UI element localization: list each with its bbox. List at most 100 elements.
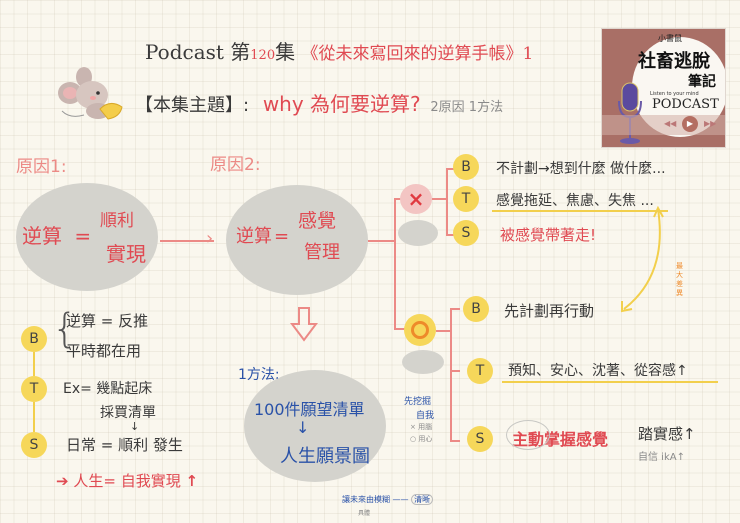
neg-s-text: 被感覺帶著走! bbox=[500, 226, 597, 244]
reason1-brace: { bbox=[52, 306, 78, 352]
neg-b-tick bbox=[446, 168, 456, 170]
topic-text: why 為何要逆算? bbox=[262, 92, 421, 116]
method-arrow: ↓ bbox=[296, 418, 310, 437]
reason1-formula: 逆算 = bbox=[22, 220, 97, 249]
red-arrow-icon: ➔ bbox=[56, 472, 69, 490]
pos-b-tick bbox=[450, 308, 460, 310]
branch-pos bbox=[394, 328, 408, 330]
o-icon bbox=[411, 321, 429, 339]
positive-circle bbox=[404, 314, 436, 346]
positive-blob bbox=[402, 350, 444, 374]
negative-blob bbox=[398, 220, 438, 246]
reason1-right-bottom: 實現 bbox=[106, 242, 146, 266]
pos-t-tick bbox=[450, 370, 460, 372]
cover-title-1: 社畜逃脫 bbox=[638, 51, 710, 72]
page-title: Podcast 第120集 《從未來寫回來的逆算手帳》1 bbox=[145, 36, 533, 65]
book-title: 《從未來寫回來的逆算手帳》1 bbox=[301, 44, 534, 64]
cover-podcast: PODCAST bbox=[652, 97, 719, 112]
pos-b-text: 先計劃再行動 bbox=[504, 302, 595, 320]
neg-s-tick bbox=[446, 234, 456, 236]
neg-bracket bbox=[446, 168, 448, 236]
reason1-b-circle: B bbox=[21, 326, 47, 352]
reason1-formula-left: 逆算 bbox=[22, 224, 62, 248]
method-note2: 讓未來由模糊 —— 清晰 bbox=[342, 494, 434, 505]
pos-s-sub-text: 自信 ikA↑ bbox=[638, 452, 685, 463]
method-note1-sub1: × 用腦 bbox=[410, 423, 433, 431]
method-item2: 人生願景圖 bbox=[280, 446, 370, 467]
pos-t-text: 預知、安心、沈著、從容感↑ bbox=[508, 363, 688, 379]
pos-s-dark-text: 踏實感↑ bbox=[638, 425, 696, 443]
cover-brand: 小書鼠 bbox=[658, 34, 682, 43]
x-icon: × bbox=[407, 187, 425, 211]
bts-connector-2 bbox=[33, 402, 35, 432]
pos-t-underline bbox=[502, 381, 718, 383]
episode-number: 120 bbox=[250, 48, 276, 63]
cover-title-2: 筆記 bbox=[688, 74, 716, 90]
neg-t-circle: T bbox=[453, 186, 479, 212]
neg-t-text: 感覺拖延、焦慮、失焦 ... bbox=[496, 193, 654, 209]
reason2-label: 原因2: bbox=[210, 155, 261, 175]
fast-forward-icon[interactable]: ▶▶ bbox=[704, 119, 717, 128]
reason1-s-circle: S bbox=[21, 432, 47, 458]
reason1-b-line2: 平時都在用 bbox=[66, 342, 142, 360]
conclusion-text: 人生= 自我實現 bbox=[73, 472, 181, 490]
neg-connector bbox=[432, 198, 446, 200]
up-arrow-icon: ↑ bbox=[185, 472, 199, 490]
title-suffix: 集 bbox=[275, 40, 296, 64]
bts-connector-1 bbox=[33, 352, 35, 376]
reason2-right-bottom: 管理 bbox=[304, 242, 340, 263]
reason2-blob bbox=[226, 185, 368, 295]
reason1-t-arrow: ↓ bbox=[130, 420, 140, 433]
reason1-b-line1: 逆算 = 反推 bbox=[66, 312, 149, 330]
pos-connector bbox=[436, 330, 450, 332]
neg-t-underline bbox=[492, 210, 668, 212]
microphone-icon bbox=[618, 82, 642, 144]
negative-circle: × bbox=[400, 184, 432, 214]
pos-bracket bbox=[450, 308, 452, 442]
method-note1-line1: 先挖掘 bbox=[404, 397, 432, 407]
method-note2-arrow: —— bbox=[392, 495, 409, 504]
method-note2-sub: 具體 bbox=[358, 510, 371, 517]
reason1-s-line: 日常 = 順利 發生 bbox=[66, 436, 183, 454]
method-item1: 100件願望清單 bbox=[254, 400, 365, 419]
reason2-formula: 逆算= bbox=[236, 222, 291, 248]
method-blob bbox=[244, 370, 386, 482]
pos-s-circle-highlight bbox=[506, 420, 550, 450]
method-note1-sub2: ○ 用心 bbox=[410, 435, 433, 443]
method-note2-text: 讓未來由模糊 bbox=[342, 495, 390, 504]
podcast-cover[interactable]: 小書鼠 社畜逃脫 筆記 Listen to your mind PODCAST … bbox=[601, 28, 726, 148]
reason1-equals: = bbox=[74, 224, 92, 248]
reason1-conclusion: ➔ 人生= 自我實現 ↑ bbox=[56, 470, 198, 491]
difference-arrow-icon bbox=[621, 205, 664, 313]
method-label: 1方法: bbox=[238, 367, 280, 383]
reason1-t-circle: T bbox=[21, 376, 47, 402]
down-arrow-icon bbox=[290, 306, 318, 346]
reason2-right-top: 感覺 bbox=[298, 210, 337, 232]
pos-b-circle: B bbox=[463, 296, 489, 322]
mouse-mascot-icon bbox=[58, 67, 123, 120]
reason1-right-top: 順利 bbox=[100, 211, 134, 231]
neg-b-circle: B bbox=[453, 154, 479, 180]
neg-s-circle: S bbox=[453, 220, 479, 246]
play-icon[interactable]: ▶ bbox=[682, 116, 698, 132]
pos-t-circle: T bbox=[467, 358, 493, 384]
method-note1-line2: 自我 bbox=[416, 411, 435, 421]
rewind-icon[interactable]: ◀◀ bbox=[664, 119, 677, 128]
reason-arrow-head: › bbox=[206, 228, 214, 249]
method-note2-result: 清晰 bbox=[411, 494, 434, 505]
topic-note: 2原因 1方法 bbox=[430, 100, 504, 115]
reason1-blob bbox=[16, 183, 158, 291]
topic-label: 【本集主題】: bbox=[135, 95, 250, 116]
reason2-trunk bbox=[394, 198, 396, 328]
reason1-t-line2: 採買清單 bbox=[100, 405, 156, 421]
pos-s-tick bbox=[450, 440, 460, 442]
reason-arrow-line bbox=[160, 240, 214, 242]
title-prefix: Podcast 第 bbox=[145, 40, 251, 64]
reason2-out-line bbox=[368, 240, 396, 242]
pos-s-circle: S bbox=[467, 426, 493, 452]
reason1-t-line1: Ex= 幾點起床 bbox=[63, 381, 153, 397]
difference-note: 最大差異 bbox=[676, 262, 683, 297]
reason2-formula-left: 逆算 bbox=[236, 226, 272, 247]
reason2-equals: = bbox=[274, 226, 290, 247]
cover-tagline: Listen to your mind bbox=[650, 91, 699, 97]
